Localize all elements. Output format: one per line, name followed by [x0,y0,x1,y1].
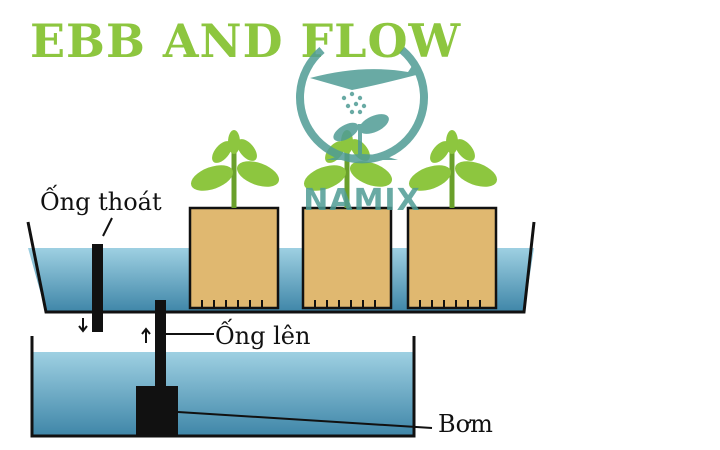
pump-body [136,386,178,436]
drain-pointer-line [102,217,113,237]
down-arrow-icon [78,318,88,333]
plant-pots [188,130,498,310]
pump [136,386,433,436]
drain-pipe-label: Ống thoát [40,188,162,216]
pump-label: Bơm [438,410,493,438]
riser-pipe [141,300,214,390]
pump-pointer-line [177,411,433,429]
riser-pipe-label: Ống lên [215,322,311,350]
tray-outline [26,221,536,314]
drain-pipe [78,217,113,333]
plant-pot-1 [188,130,280,310]
plant-pot-3 [406,130,498,310]
up-arrow-icon [141,327,151,343]
reservoir-outline [30,336,416,438]
plant-2 [303,130,393,208]
plant-1 [190,130,280,208]
plant-pot-2 [301,130,393,310]
reservoir [30,336,416,438]
plant-3 [408,130,498,208]
